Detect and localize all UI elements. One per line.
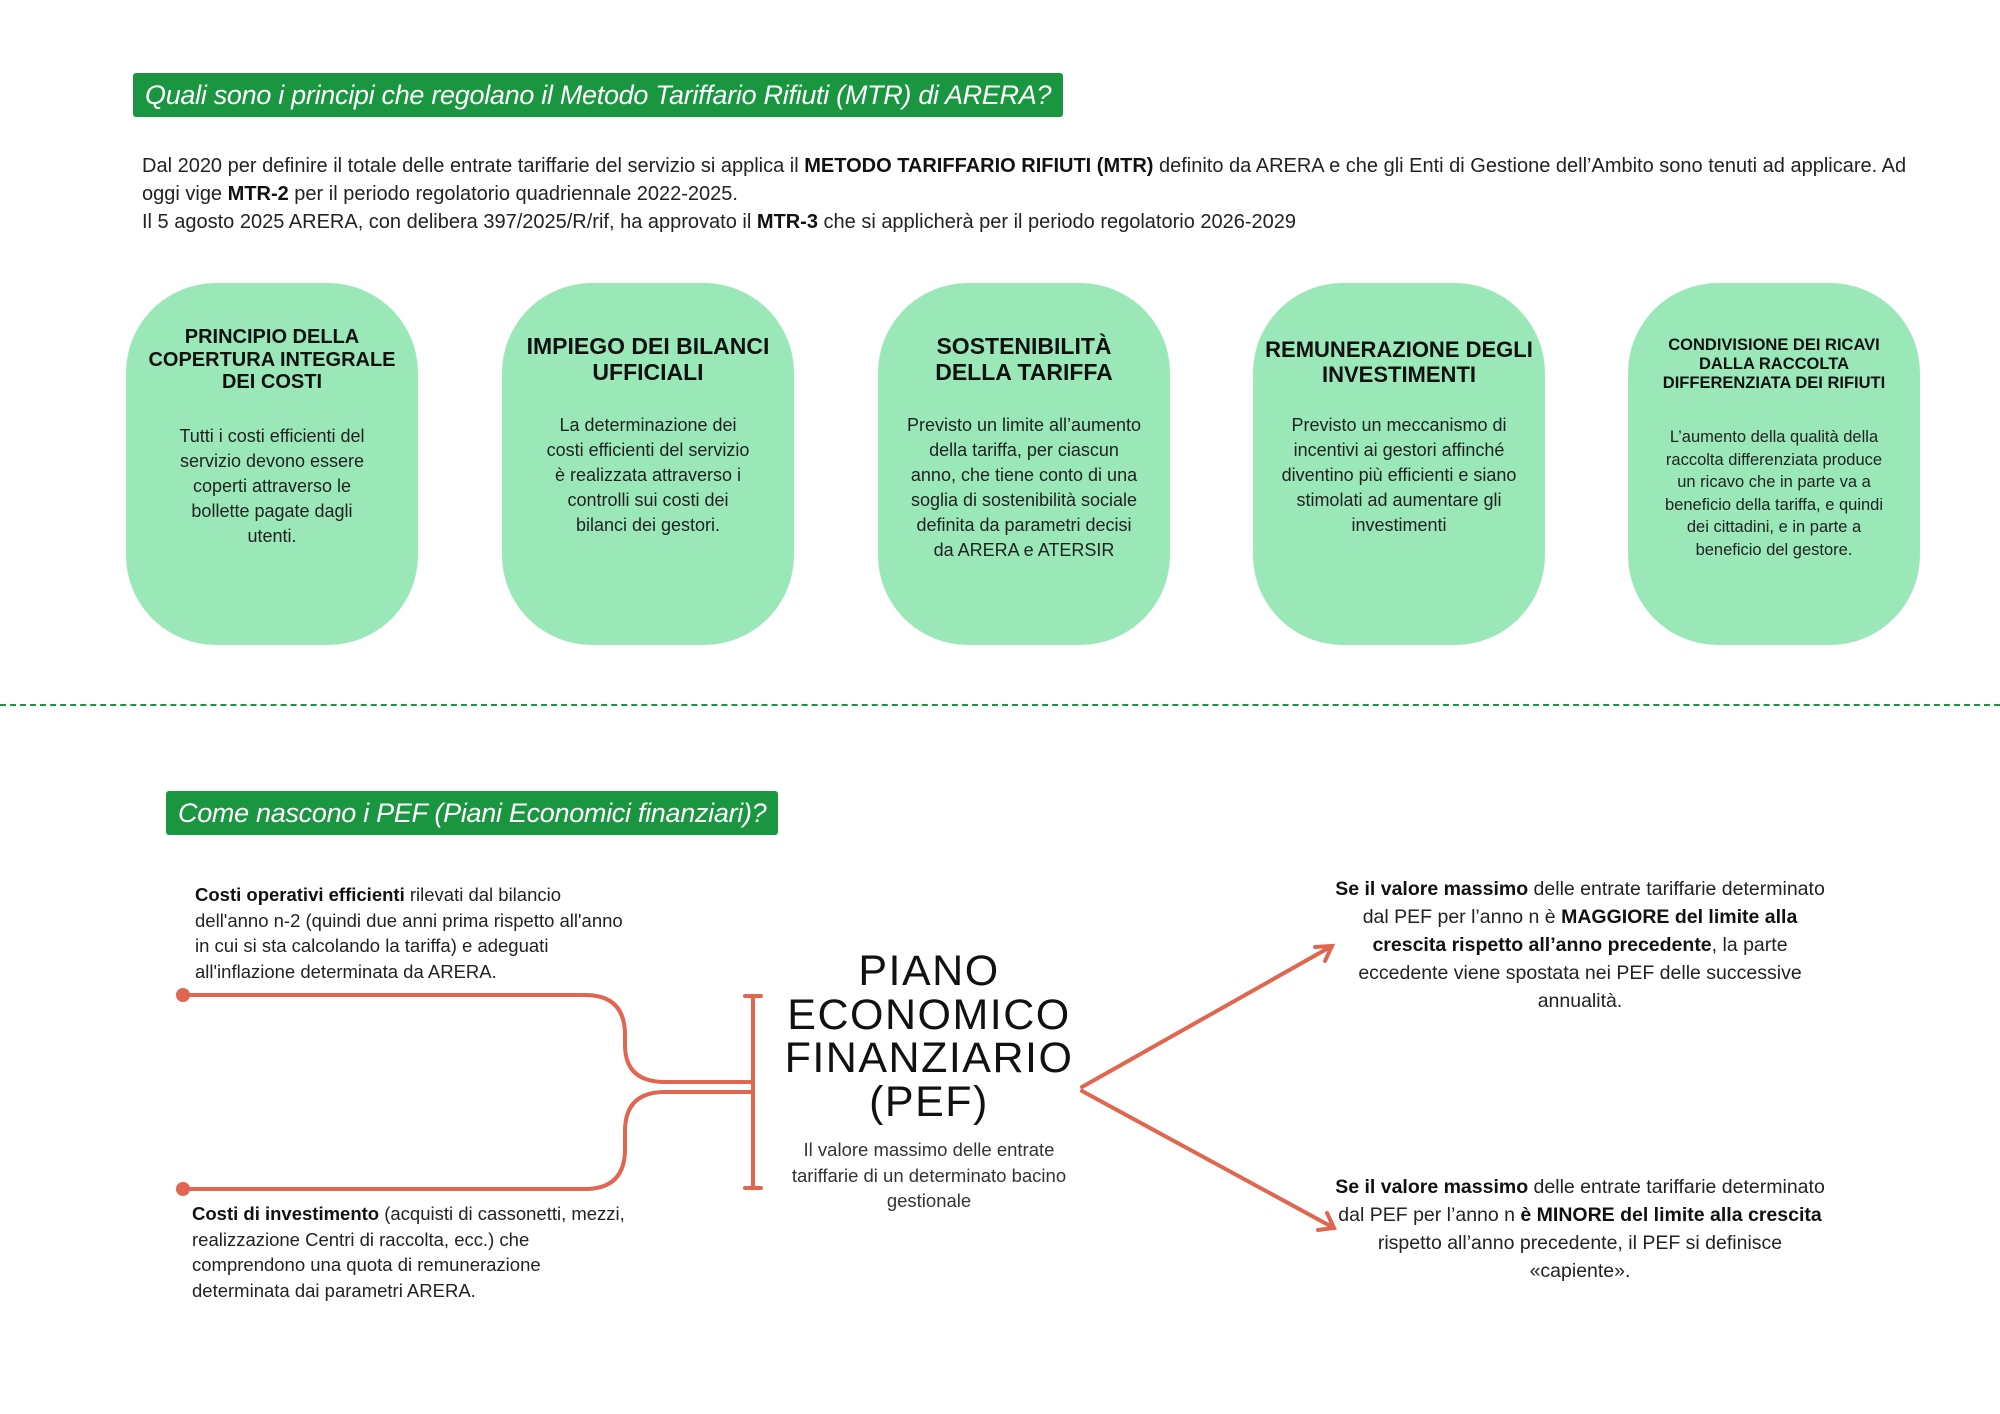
bracket-bar [743,994,763,1190]
principle-card-remunerazione: REMUNERAZIONE DEGLI INVESTIMENTI Previst… [1253,283,1545,645]
card-title: PRINCIPIO DELLA COPERTURA INTEGRALE DEI … [148,326,396,393]
intro-bold-mtr2: MTR-2 [227,183,289,205]
costi-operativi-text: Costi operativi efficienti rilevati dal … [195,882,635,984]
intro-text: definito da ARERA e che gli Enti di Gest… [142,155,1907,205]
intro-text: Dal 2020 per definire il totale delle en… [142,155,805,177]
card-title: CONDIVISIONE DEI RICAVI DALLA RACCOLTA D… [1662,336,1886,392]
connector-costi-investimento [181,1090,755,1191]
card-body: L’aumento della qualità della raccolta d… [1664,428,1883,559]
card-title: REMUNERAZIONE DEGLI INVESTIMENTI [1265,337,1533,387]
intro-text: che si applicherà per il periodo regolat… [817,211,1297,233]
case-text: delle entrate tariffarie determinato dal… [1338,1176,1825,1226]
costi-operativi-desc: rilevati dal bilancio dell'anno n-2 (qui… [195,884,623,982]
principle-card-condivisione: CONDIVISIONE DEI RICAVI DALLA RACCOLTA D… [1628,283,1920,645]
case-minore-text: Se il valore massimo delle entrate tarif… [1330,1173,1830,1285]
costi-operativi-label: Costi operativi efficienti [195,884,405,905]
intro-paragraph: Dal 2020 per definire il totale delle en… [142,152,1942,236]
connector-costi-operativi [181,993,755,1084]
card-body: Previsto un limite all’aumento della tar… [906,415,1142,560]
pef-title: PIANO ECONOMICO FINANZIARIO (PEF) [784,947,1074,1126]
section-divider [0,704,2000,706]
principle-card-copertura: PRINCIPIO DELLA COPERTURA INTEGRALE DEI … [126,283,418,645]
intro-text: per il periodo regolatorio quadriennale … [288,183,738,205]
bullet-dot-icon [176,988,190,1002]
case-maggiore-text: Se il valore massimo delle entrate tarif… [1335,875,1825,1015]
arrow-minore [1080,1089,1337,1232]
case-text-bold: Se il valore massimo [1335,878,1529,900]
case-text: rispetto all’anno precedente, il PEF si … [1377,1232,1783,1282]
card-title: SOSTENIBILITÀ DELLA TARIFFA [935,333,1113,385]
principle-card-bilanci: IMPIEGO DEI BILANCI UFFICIALI La determi… [502,283,794,645]
intro-bold-mtr: METODO TARIFFARIO RIFIUTI (MTR) [804,155,1154,177]
costi-investimento-label: Costi di investimento [192,1203,380,1224]
bullet-dot-icon [176,1182,190,1196]
case-text-bold: è MINORE del limite alla crescita [1520,1204,1822,1226]
card-body: Previsto un meccanismo di incentivi ai g… [1281,415,1517,535]
intro-text: Il 5 agosto 2025 ARERA, con delibera 397… [142,211,757,233]
section-title-principi: Quali sono i principi che regolano il Me… [133,73,1064,117]
card-body: La determinazione dei costi efficienti d… [546,415,750,535]
costi-investimento-text: Costi di investimento (acquisti di casso… [192,1201,642,1303]
principle-card-sostenibilita: SOSTENIBILITÀ DELLA TARIFFA Previsto un … [878,283,1170,645]
intro-bold-mtr3: MTR-3 [756,211,818,233]
case-text-bold: MAGGIORE del limite alla crescita rispet… [1372,906,1798,956]
section-title-pef: Come nascono i PEF (Piani Economici fina… [166,791,779,835]
card-title: IMPIEGO DEI BILANCI UFFICIALI [526,333,770,385]
costi-investimento-desc: (acquisti di cassonetti, mezzi, realizza… [192,1203,625,1301]
case-text: delle entrate tariffarie determinato dal… [1362,878,1825,928]
case-text-bold: Se il valore massimo [1335,1176,1529,1198]
card-body: Tutti i costi efficienti del servizio de… [179,426,365,546]
pef-subtitle: Il valore massimo delle entrate tariffar… [791,1139,1067,1211]
arrow-maggiore [1080,943,1336,1089]
case-text: , la parte eccedente viene spostata nei … [1358,934,1802,1012]
